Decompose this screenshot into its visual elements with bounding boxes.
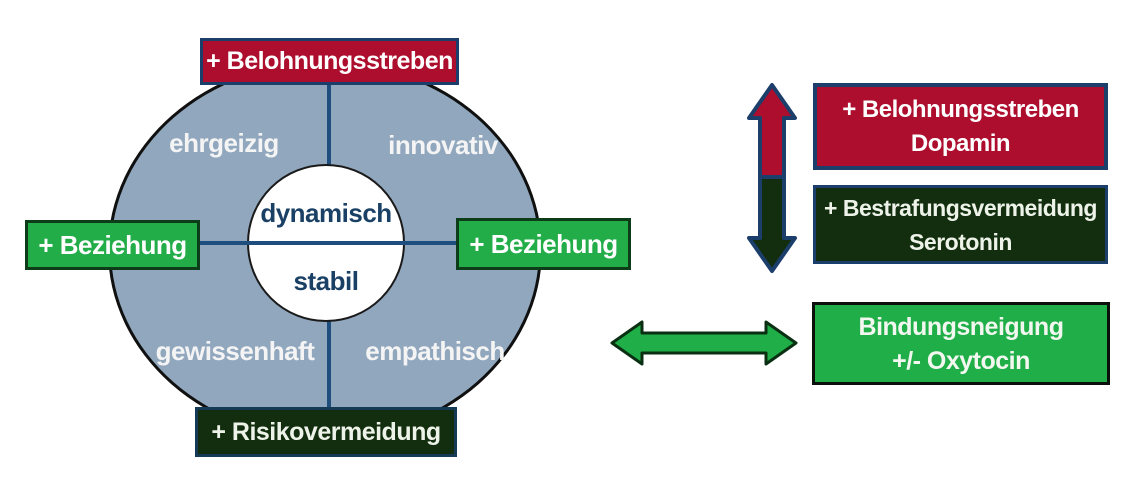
axis-box-relationship-left-label: + Beziehung	[38, 229, 187, 260]
axis-box-relationship-right-label: + Beziehung	[469, 228, 618, 259]
legend-oxytocin-line1: Bindungsneigung	[858, 312, 1064, 341]
axis-box-reward-seeking: + Belohnungsstreben	[200, 38, 459, 85]
double-arrow-vertical-icon	[747, 83, 797, 273]
legend-box-dopamine: + Belohnungsstreben Dopamin	[813, 83, 1108, 170]
quadrant-label-bottom-right: empathisch	[365, 336, 505, 366]
axis-box-risk-avoidance: + Risikovermeidung	[195, 407, 457, 457]
horizontal-axis-line	[200, 241, 456, 245]
quadrant-label-top-left: ehrgeizig	[169, 128, 279, 158]
center-label-stable: stabil	[293, 266, 359, 296]
legend-serotonin-line1: + Bestrafungsvermeidung	[824, 194, 1097, 221]
center-label-dynamic: dynamisch	[260, 198, 392, 228]
legend-dopamine-line1: + Belohnungsstreben	[842, 95, 1079, 123]
legend-box-oxytocin: Bindungsneigung +/- Oxytocin	[812, 302, 1110, 385]
legend-serotonin-line2: Serotonin	[909, 228, 1012, 255]
legend-box-serotonin: + Bestrafungsvermeidung Serotonin	[813, 185, 1108, 264]
axis-box-relationship-left: + Beziehung	[25, 220, 200, 270]
legend-oxytocin-line2: +/- Oxytocin	[892, 346, 1030, 375]
axis-box-risk-avoidance-label: + Risikovermeidung	[211, 417, 441, 446]
quadrant-label-top-right: innovativ	[388, 130, 498, 160]
axis-box-reward-seeking-label: + Belohnungsstreben	[206, 47, 453, 75]
axis-box-relationship-right: + Beziehung	[456, 218, 631, 270]
legend-dopamine-line2: Dopamin	[910, 129, 1011, 157]
double-arrow-horizontal-icon	[610, 320, 798, 366]
quadrant-label-bottom-left: gewissenhaft	[155, 336, 315, 366]
